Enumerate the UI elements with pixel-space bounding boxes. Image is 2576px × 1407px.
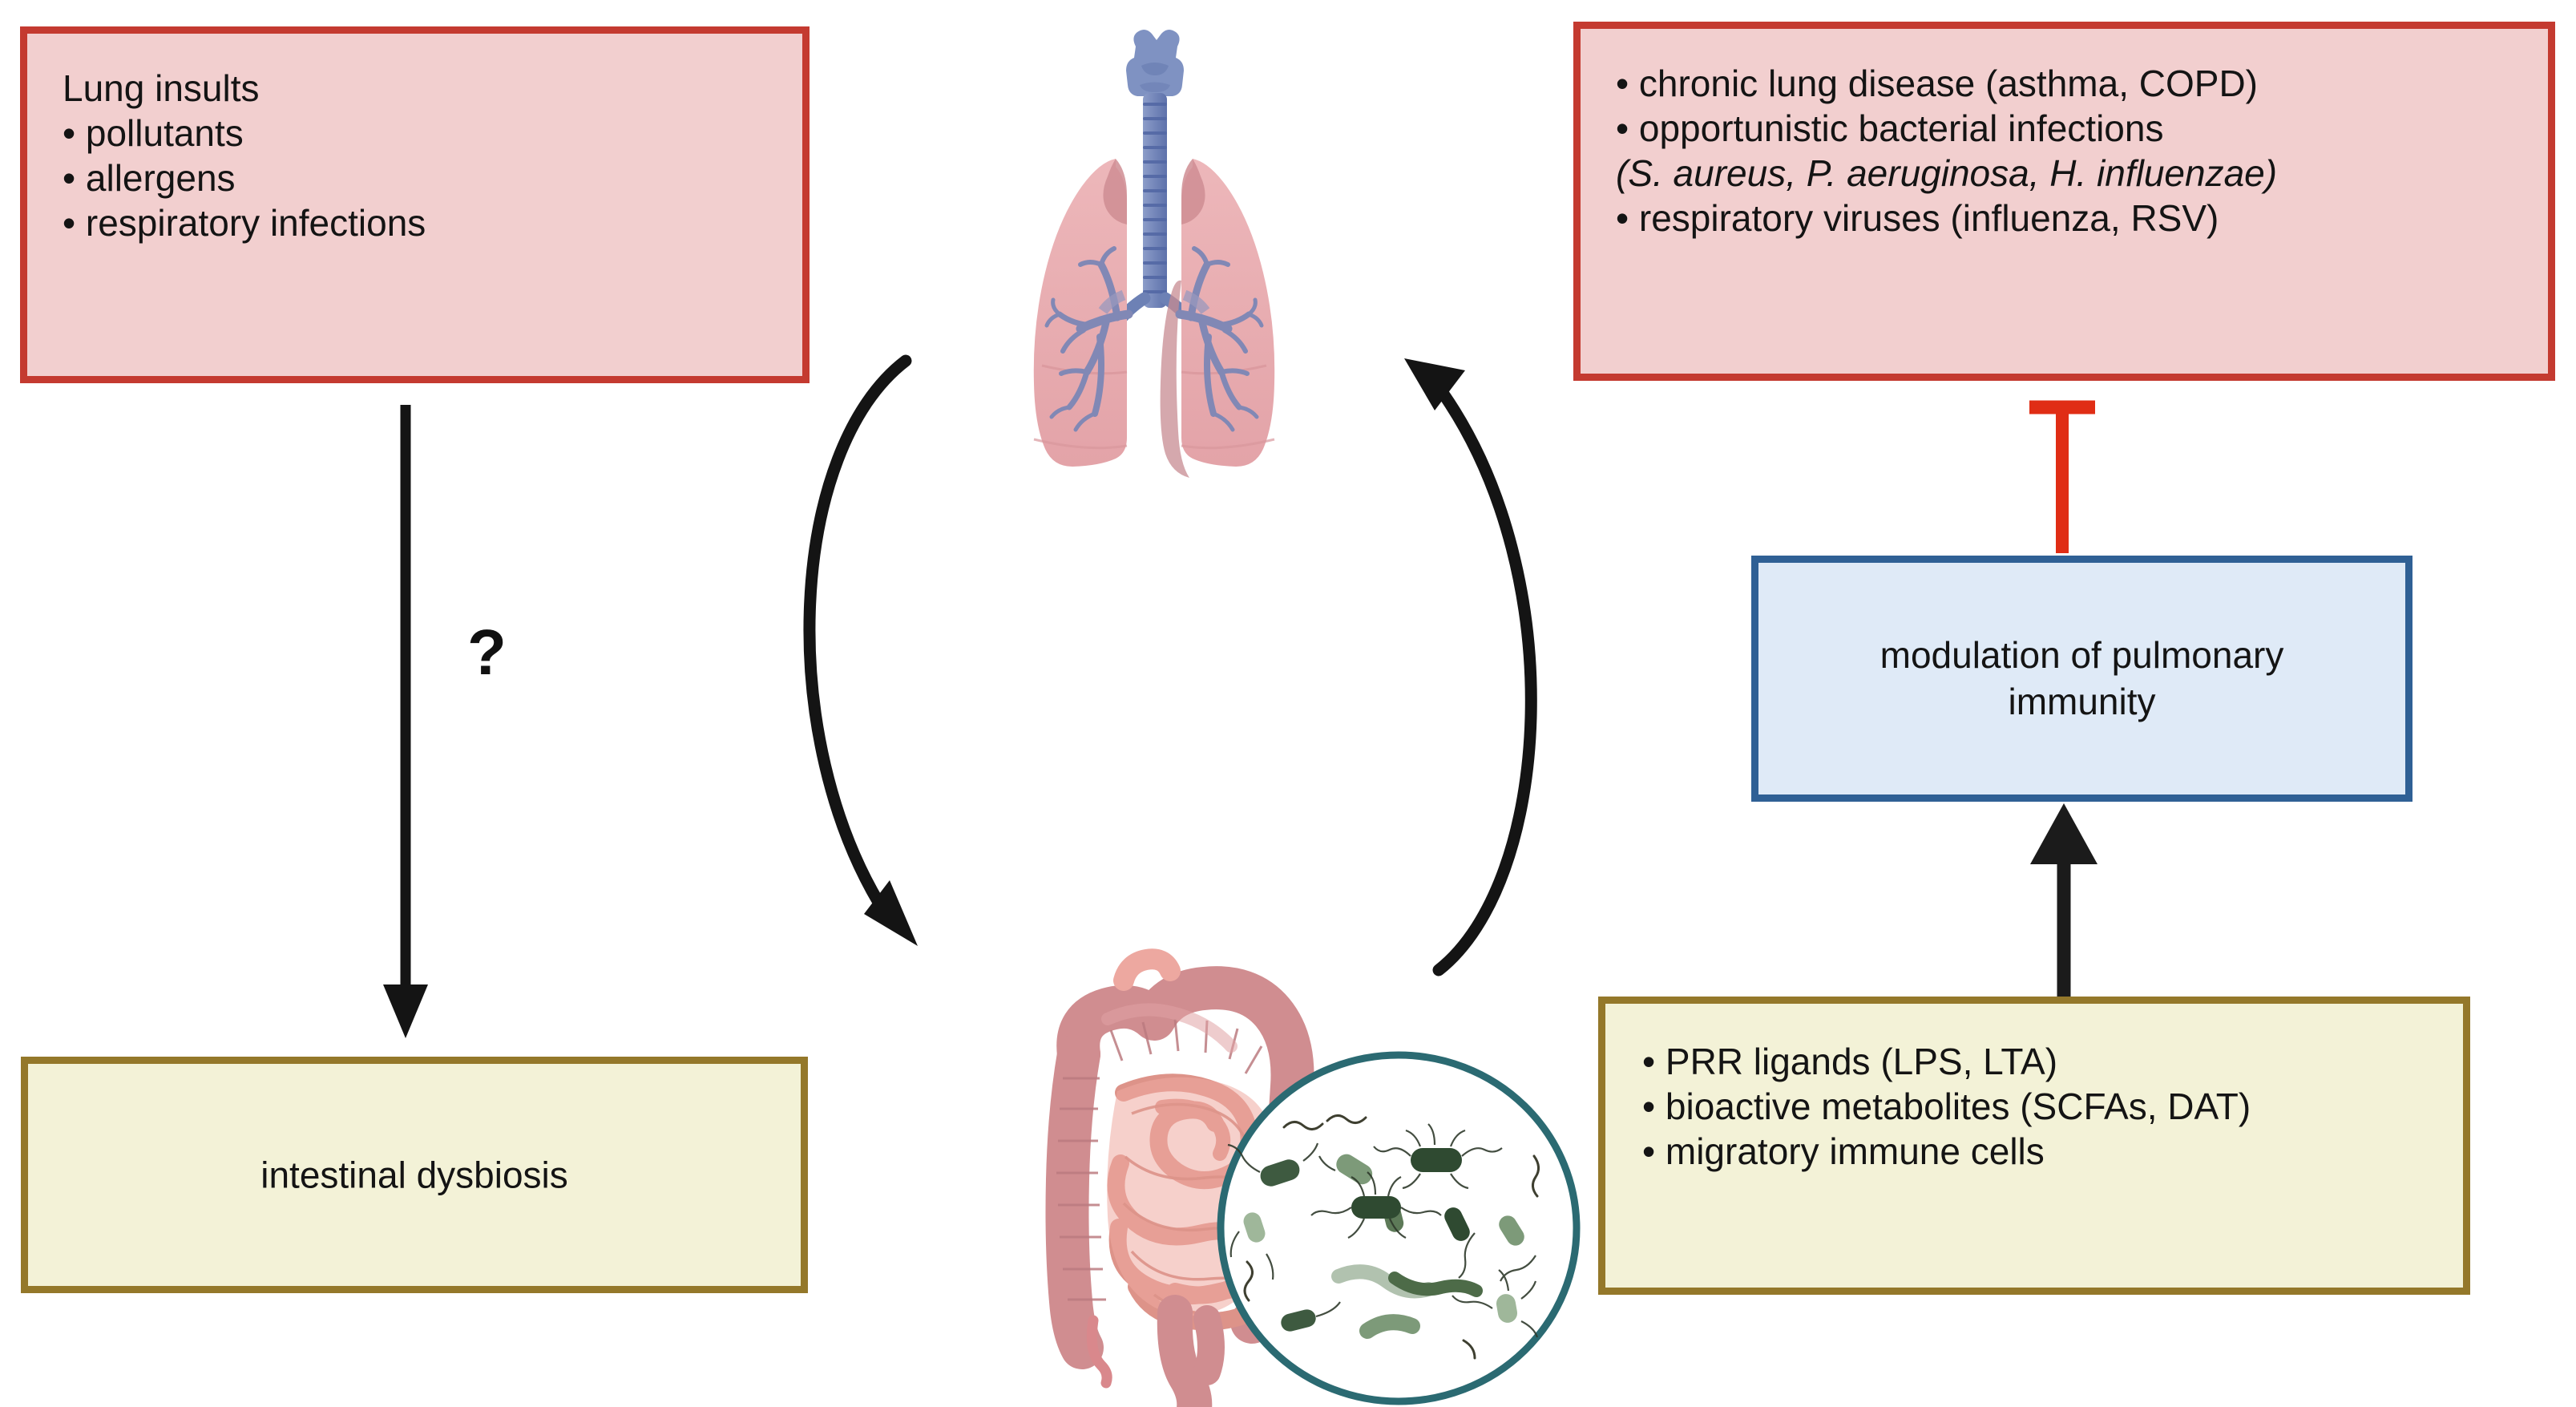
lung-outcomes-line-3: • respiratory viruses (influenza, RSV) [1616,197,2219,240]
gut-mediators-line-2: • migratory immune cells [1642,1130,2045,1173]
lung-insults-to-dysbiosis-arrow [383,405,428,1038]
intestinal-dysbiosis-label: intestinal dysbiosis [260,1154,568,1196]
lung-outcomes-line-0: • chronic lung disease (asthma, COPD) [1616,63,2258,104]
lung-outcomes-line-2: (S. aureus, P. aeruginosa, H. influenzae… [1616,152,2278,195]
modulation-label: modulation of pulmonary immunity [1880,633,2284,723]
lung-outcomes-line-1: • opportunistic bacterial infections [1616,107,2164,150]
lung-insults-item-2: • respiratory infections [63,202,426,245]
intestinal-dysbiosis-box[interactable]: intestinal dysbiosis [21,1057,808,1293]
gut-to-lung-arc-arrow [1404,358,1537,976]
modulation-box[interactable]: modulation of pulmonary immunity [1751,556,2412,802]
lung-insults-item-0: • pollutants [63,112,244,155]
lung-outcomes-box[interactable]: • chronic lung disease (asthma, COPD) • … [1573,22,2555,381]
gut-microbiota-magnifier [1210,1050,1587,1407]
lung-to-gut-arc-arrow [803,354,918,946]
gut-mediators-line-1: • bioactive metabolites (SCFAs, DAT) [1642,1086,2251,1128]
lung-insults-item-1: • allergens [63,157,236,200]
gut-mediators-line-0: • PRR ligands (LPS, LTA) [1642,1041,2058,1082]
gut-mediators-box[interactable]: • PRR ligands (LPS, LTA) • bioactive met… [1598,997,2470,1295]
mediators-to-modulation-arrow [2030,803,2098,997]
lung-insults-title: Lung insults [63,67,260,109]
question-mark-label: ? [467,617,507,688]
lung-insults-box[interactable]: Lung insults • pollutants • allergens • … [20,26,810,383]
inhibition-connector [2029,400,2095,553]
lungs-illustration [914,16,1395,537]
